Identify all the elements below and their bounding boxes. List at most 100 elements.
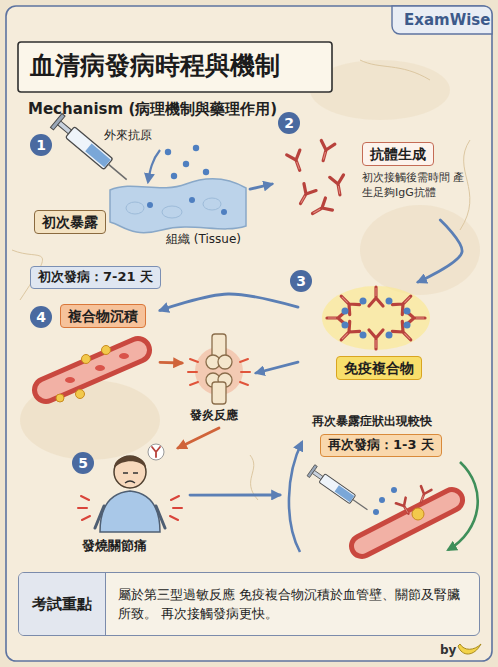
antibody-illustration bbox=[294, 184, 316, 207]
reexposure-illustration bbox=[448, 462, 478, 550]
callout-number: 5 bbox=[72, 452, 94, 474]
stage-badge: 再次發病：1-3 天 bbox=[320, 434, 442, 457]
blood-vessel-illustration bbox=[46, 350, 138, 390]
diagram-title: 血清病發病時程與機制 bbox=[30, 50, 280, 82]
patient-figure bbox=[123, 472, 138, 474]
banana-icon bbox=[458, 644, 481, 654]
reexposure-panel: 再次暴露症狀出現較快再次發病：1-3 天 bbox=[280, 408, 472, 558]
immune-complex-illustration bbox=[404, 308, 411, 315]
exam-point-box: 考試重點屬於第三型過敏反應 免疫複合物沉積於血管壁、關節及腎臟所致。 再次接觸發… bbox=[18, 572, 480, 636]
exposure-illustration bbox=[221, 209, 227, 215]
reexposure-illustration bbox=[362, 500, 452, 546]
reexposure-illustration bbox=[307, 465, 371, 516]
exposure-illustration bbox=[193, 145, 199, 151]
patient-figure bbox=[78, 444, 182, 532]
immune-complex-illustration bbox=[336, 321, 359, 344]
author-signature: by bbox=[440, 642, 456, 658]
stage-caption: 發燒關節痛 bbox=[82, 538, 147, 555]
banana-icon bbox=[458, 644, 481, 654]
brand-name: ExamWise bbox=[404, 10, 490, 30]
box-heading: 考試重點 bbox=[19, 573, 106, 635]
exposure-illustration bbox=[148, 150, 160, 182]
patient-figure bbox=[114, 456, 146, 488]
deposition-panel: 複合物沉積 bbox=[26, 300, 160, 404]
flow-arrow bbox=[418, 220, 462, 282]
callout-number: 4 bbox=[30, 306, 52, 328]
stage-badge: 免疫複合物 bbox=[336, 356, 422, 380]
immune-complex-illustration bbox=[342, 322, 349, 329]
immune-complex-illustration bbox=[404, 322, 411, 329]
blood-vessel-illustration bbox=[65, 377, 75, 383]
paper-background bbox=[360, 205, 480, 295]
inflamed-joint-illustration bbox=[188, 334, 250, 404]
exposure-illustration bbox=[147, 202, 153, 208]
flow-arrow bbox=[190, 494, 280, 497]
symptom-panel: 發燒關節痛 bbox=[70, 448, 190, 560]
reexposure-illustration bbox=[396, 498, 413, 517]
exposure-illustration bbox=[171, 173, 177, 179]
antibody-panel: 抗體生成初次接觸後需時間 產生足夠IgG抗體 bbox=[272, 130, 470, 220]
antibody-illustration bbox=[287, 140, 347, 219]
immune-complex-illustration bbox=[386, 332, 393, 339]
stage-badge: 複合物沉積 bbox=[60, 304, 146, 328]
stage-badge: 初次暴露 bbox=[34, 210, 106, 234]
patient-figure bbox=[95, 506, 165, 528]
onset-badge: 初次發病：7-21 天 bbox=[30, 266, 161, 289]
callout-number: 2 bbox=[278, 112, 300, 134]
patient-figure bbox=[152, 447, 160, 457]
flow-arrow bbox=[160, 361, 182, 364]
immune-complex-illustration bbox=[336, 291, 359, 314]
immune-complex-illustration bbox=[322, 286, 430, 350]
exposure-illustration bbox=[126, 202, 144, 214]
immune-complex-illustration bbox=[392, 321, 415, 344]
immune-complex-illustration bbox=[369, 287, 383, 306]
exposure-illustration bbox=[203, 169, 209, 175]
callout-number: 3 bbox=[290, 270, 312, 292]
blood-vessel-illustration bbox=[102, 346, 111, 355]
antibody-illustration bbox=[330, 175, 347, 196]
immune-complex-illustration bbox=[369, 330, 383, 349]
stage-badge: 抗體生成 bbox=[362, 142, 434, 166]
blood-vessel-illustration bbox=[56, 394, 64, 402]
blood-vessel-illustration bbox=[76, 390, 85, 399]
reexposure-illustration bbox=[379, 497, 385, 503]
inflamed-joint-illustration bbox=[218, 355, 232, 369]
exposure-illustration bbox=[162, 206, 182, 218]
reexposure-illustration bbox=[412, 508, 424, 520]
flow-arrow bbox=[160, 294, 298, 310]
reexposure-illustration bbox=[362, 500, 452, 546]
immune-complex-illustration bbox=[360, 298, 367, 305]
exposure-illustration bbox=[110, 179, 246, 233]
exposure-illustration bbox=[203, 198, 221, 210]
callout-number: 1 bbox=[30, 134, 52, 156]
stage-caption: 組織 (Tissue) bbox=[166, 232, 241, 248]
exposure-panel: 外來抗原初次暴露組織 (Tissue) bbox=[28, 122, 250, 262]
flow-arrow bbox=[250, 184, 272, 189]
patient-figure bbox=[100, 491, 160, 532]
stage-caption: 發炎反應 bbox=[190, 408, 238, 424]
immune-complex-illustration bbox=[392, 291, 415, 314]
blood-vessel-illustration bbox=[46, 350, 138, 390]
blood-vessel-illustration bbox=[82, 355, 91, 364]
section-heading: Mechanism (病理機制與藥理作用) bbox=[28, 100, 277, 119]
box-body: 屬於第三型過敏反應 免疫複合物沉積於血管壁、關節及腎臟所致。 再次接觸發病更快。 bbox=[106, 573, 479, 635]
reexposure-illustration bbox=[391, 487, 397, 493]
immune-complex-illustration bbox=[360, 332, 367, 339]
inflamed-joint-illustration bbox=[212, 382, 226, 404]
reexposure-illustration bbox=[289, 442, 302, 552]
exposure-illustration bbox=[183, 161, 189, 167]
exposure-illustration bbox=[189, 197, 195, 203]
blood-vessel-illustration bbox=[46, 346, 138, 403]
flow-arrow bbox=[178, 428, 219, 448]
stage-caption: 再次暴露症狀出現較快 bbox=[312, 414, 432, 430]
immune-complex-panel: 免疫複合物 bbox=[298, 282, 458, 382]
patient-figure bbox=[78, 496, 182, 520]
immune-complex-illustration bbox=[342, 308, 349, 315]
antibody-illustration bbox=[316, 140, 334, 162]
flow-arrow bbox=[256, 362, 298, 373]
immune-complex-illustration bbox=[322, 286, 430, 350]
stage-caption: 外來抗原 bbox=[104, 128, 152, 144]
page-frame bbox=[18, 42, 332, 92]
